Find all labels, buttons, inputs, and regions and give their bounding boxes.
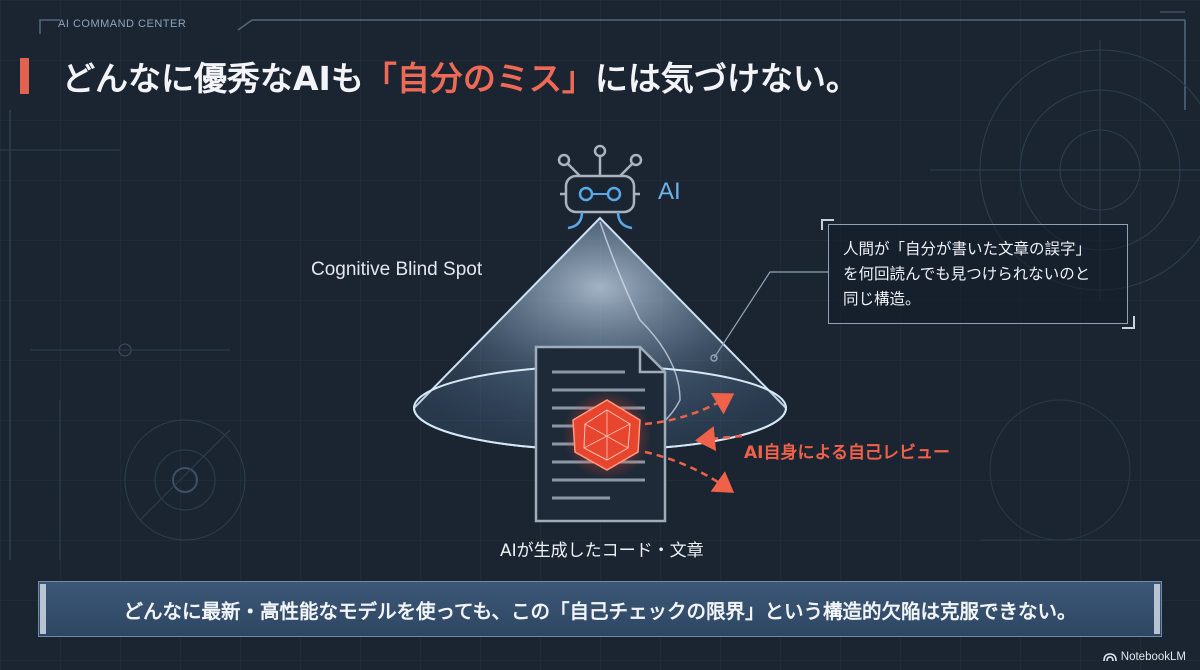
callout-line1: 人間が「自分が書いた文章の誤字」 (843, 240, 1092, 258)
blind-spot-label: Cognitive Blind Spot (311, 259, 483, 280)
review-arrows (644, 392, 743, 493)
banner-text: どんなに最新・高性能なモデルを使っても、この「自己チェックの限界」という構造的欠… (123, 599, 1077, 623)
conclusion-banner: どんなに最新・高性能なモデルを使っても、この「自己チェックの限界」という構造的欠… (38, 581, 1162, 637)
self-review-label: AI自身による自己レビュー (744, 443, 950, 463)
notebooklm-icon (1102, 653, 1117, 662)
title-accent-bar (20, 58, 29, 94)
document-label: AIが生成したコード・文章 (500, 541, 704, 561)
ai-robot-icon (557, 144, 643, 230)
header-tab-label: AI COMMAND CENTER (58, 18, 187, 30)
page-title: どんなに優秀なAIも「自分のミス」には気づけない。 (62, 52, 859, 100)
callout-connector (710, 219, 1135, 362)
title-part1: どんなに優秀なAIも (62, 59, 364, 98)
ai-label: AI (658, 178, 681, 205)
error-glyph-icon (563, 391, 651, 479)
analogy-callout: 人間が「自分が書いた文章の誤字」 を何回読んでも見つけられないのと 同じ構造。 (828, 224, 1128, 324)
callout-line2: を何回読んでも見つけられないのと (843, 265, 1091, 283)
banner-cap-right (1154, 584, 1160, 634)
brand-name: NotebookLM (1120, 651, 1186, 663)
banner-cap-left (40, 584, 46, 634)
title-highlight: 「自分のミス」 (363, 59, 595, 98)
callout-line3: 同じ構造。 (843, 290, 921, 308)
brand-watermark: NotebookLM (1102, 651, 1186, 663)
title-part2: には気づけない。 (594, 59, 859, 98)
